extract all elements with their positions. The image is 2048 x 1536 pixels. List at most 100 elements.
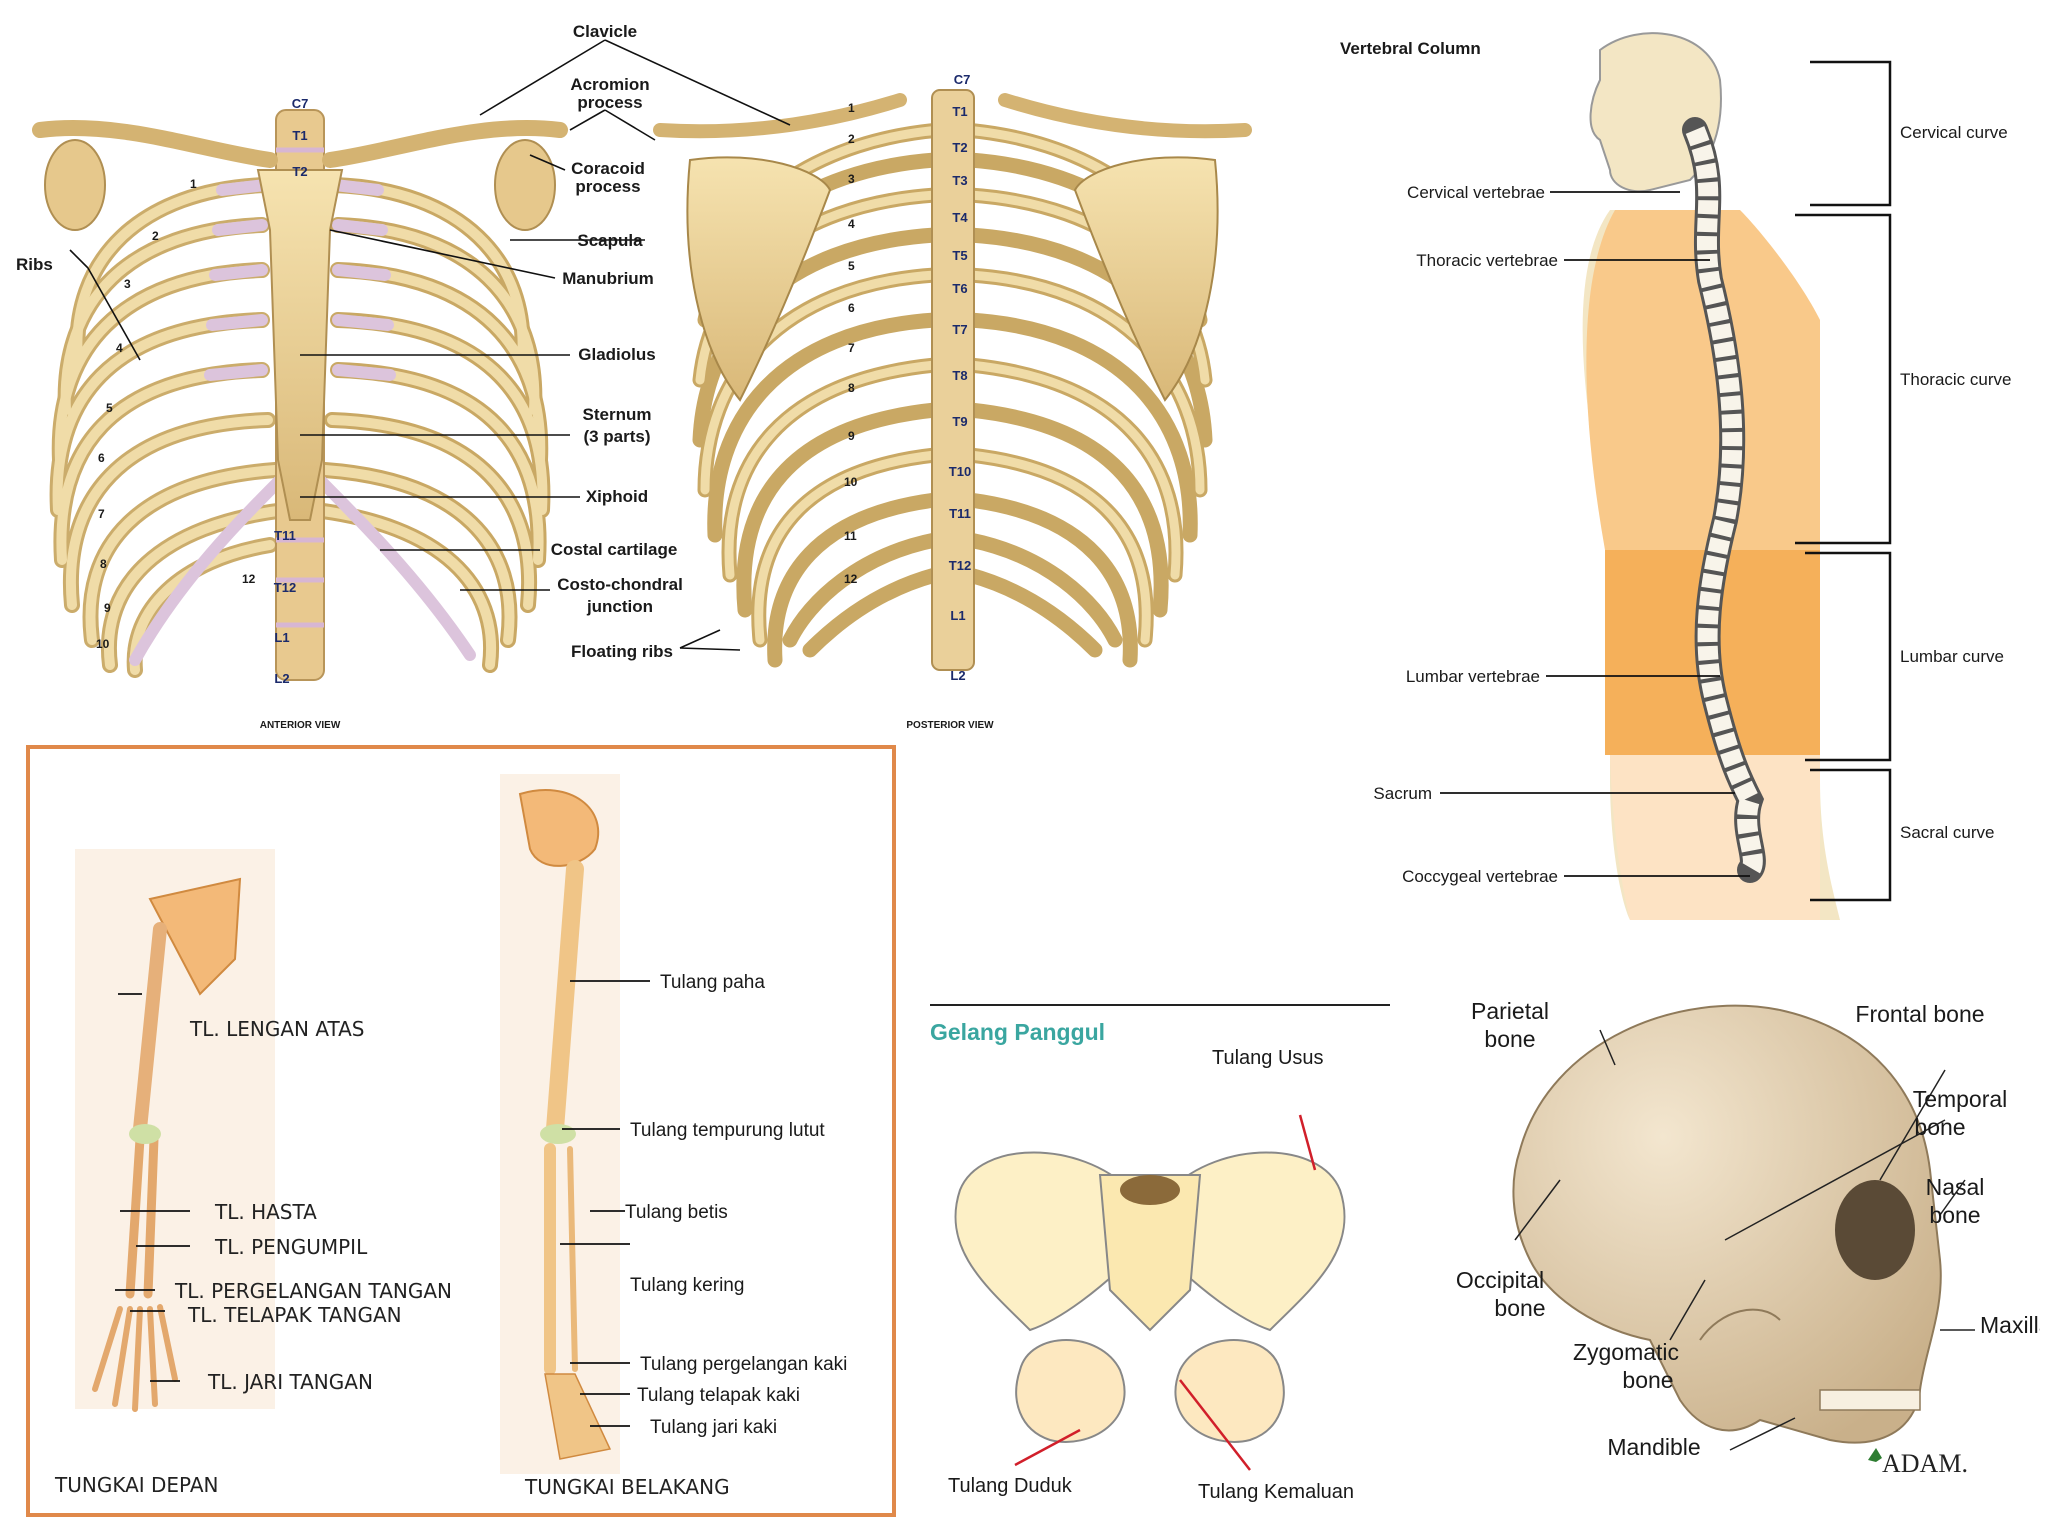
rib-number: 10 (844, 475, 858, 489)
vertebra-label: C7 (292, 96, 309, 111)
pelvis-pointers (1014, 1114, 1317, 1471)
rib-number: 5 (848, 259, 855, 273)
label-occipital-1: Occipital (1456, 1267, 1544, 1293)
leg-leader-lines (560, 980, 650, 1427)
vertebral-column-illustration: Vertebral Column Cervical vertebrae Thor… (1340, 32, 2011, 920)
vertebral-column (1682, 117, 1766, 883)
label-gladiolus: Gladiolus (578, 345, 655, 364)
label-tulang-kemaluan: Tulang Kemaluan (1198, 1481, 1354, 1503)
label-acromion-1: Acromion (570, 75, 649, 94)
skull-illustration: Parietal bone Frontal bone Temporal bone… (1456, 998, 2040, 1478)
anterior-rib-cage (32, 109, 568, 681)
pelvis-panel: Gelang Panggul Tulang Usus Tulang Duduk … (920, 990, 1400, 1520)
caption-tungkai-belakang: TUNGKAI BELAKANG (524, 1475, 730, 1499)
vertebra-label: L1 (274, 630, 289, 645)
vertebra-label: T7 (952, 322, 967, 337)
label-costochondral-1: Costo-chondral (557, 575, 683, 594)
vertebra-label: T12 (949, 558, 971, 573)
arm-leader-lines (115, 993, 190, 1382)
rib-number: 5 (106, 401, 113, 415)
vertebra-label: T2 (952, 140, 967, 155)
label-tl-hasta: TL. HASTA (214, 1200, 317, 1224)
vertebra-label: T8 (952, 368, 967, 383)
thoracic-region (1586, 210, 1820, 550)
spine-leader-lines (1440, 191, 1750, 877)
label-sternum-1: Sternum (583, 405, 652, 424)
rib-number: 3 (124, 277, 131, 291)
leg-labels: Tulang paha Tulang tempurung lutut Tulan… (625, 972, 847, 1438)
adam-logo: ADAM. (1868, 1448, 1968, 1478)
anterior-vertebra-labels: C7 T1 T2 T11 T12 L1 L2 (274, 96, 309, 686)
label-parietal-1: Parietal (1471, 998, 1549, 1024)
skull-shape (1512, 1004, 1942, 1444)
label-lumbar-vertebrae: Lumbar vertebrae (1406, 667, 1540, 686)
label-sacrum: Sacrum (1373, 784, 1432, 803)
vertebra-label: L2 (274, 671, 289, 686)
posterior-rib-numbers: 1 2 3 4 5 6 7 8 9 10 11 12 (844, 101, 858, 586)
rib-number: 9 (848, 429, 855, 443)
label-temporal-2: bone (1914, 1114, 1965, 1140)
label-tl-lengan-atas: TL. LENGAN ATAS (189, 1017, 364, 1041)
label-tulang-pergelangan-kaki: Tulang pergelangan kaki (640, 1354, 847, 1375)
label-clavicle: Clavicle (573, 22, 637, 41)
pelvis-bones (954, 1151, 1346, 1443)
vertebra-label: T6 (952, 281, 967, 296)
caption-tungkai-depan: TUNGKAI DEPAN (54, 1473, 218, 1497)
rib-number: 2 (152, 229, 159, 243)
rib-number: 3 (848, 172, 855, 186)
sacral-region (1610, 755, 1820, 920)
posterior-rib-cage (653, 89, 1252, 671)
posterior-vertebra-labels: C7 T1 T2 T3 T4 T5 T6 T7 T8 T9 T10 T11 T1… (949, 72, 971, 683)
label-tulang-paha: Tulang paha (660, 972, 765, 993)
rib-number: 1 (190, 177, 197, 191)
spine-left-labels: Cervical vertebrae Thoracic vertebrae Lu… (1373, 183, 1558, 886)
rib-number: 10 (96, 637, 110, 651)
anterior-labels: Clavicle Acromion process Coracoid proce… (16, 22, 994, 731)
thorax-panel: Clavicle Acromion process Coracoid proce… (0, 0, 1260, 740)
label-mandible: Mandible (1607, 1434, 1700, 1460)
rib-cage-illustration: Clavicle Acromion process Coracoid proce… (16, 22, 1252, 731)
spine-panel: Vertebral Column Cervical vertebrae Thor… (1320, 20, 2040, 920)
vertebra-label: T1 (292, 128, 307, 143)
label-ribs: Ribs (16, 255, 53, 274)
rib-number: 7 (98, 507, 105, 521)
rib-number: 11 (844, 529, 857, 543)
label-scapula: Scapula (577, 231, 643, 250)
rib-number: 4 (116, 341, 123, 355)
vertebra-label: T4 (952, 210, 968, 225)
vertebra-label: L2 (950, 668, 965, 683)
leg-illustration (500, 774, 620, 1474)
spine-title: Vertebral Column (1340, 39, 1481, 58)
pelvis-labels: Tulang Usus Tulang Duduk Tulang Kemaluan (948, 1047, 1354, 1503)
label-cervical-vertebrae: Cervical vertebrae (1407, 183, 1545, 202)
skull-panel: Parietal bone Frontal bone Temporal bone… (1400, 970, 2040, 1525)
rib-number: 1 (848, 101, 855, 115)
vertebra-label: T11 (949, 506, 971, 521)
label-tulang-tempurung-lutut: Tulang tempurung lutut (630, 1120, 825, 1141)
label-temporal-1: Temporal (1913, 1086, 2008, 1112)
label-tulang-kering: Tulang kering (630, 1275, 744, 1296)
label-costochondral-2: junction (586, 597, 653, 616)
label-tl-telapak-tangan: TL. TELAPAK TANGAN (187, 1303, 402, 1327)
label-sternum-2: (3 parts) (583, 427, 650, 446)
vertebra-label: T5 (952, 248, 967, 263)
label-nasal-1: Nasal (1926, 1174, 1985, 1200)
label-nasal-2: bone (1929, 1202, 1980, 1228)
logo-text: ADAM. (1882, 1449, 1968, 1478)
label-thoracic-curve: Thoracic curve (1900, 370, 2011, 389)
vertebra-label: C7 (954, 72, 971, 87)
rib-number: 8 (100, 557, 107, 571)
vertebra-label: T9 (952, 414, 967, 429)
skull-labels: Parietal bone Frontal bone Temporal bone… (1456, 998, 2040, 1460)
label-tulang-duduk: Tulang Duduk (948, 1475, 1073, 1497)
limbs-panel: TL. LENGAN ATAS TL. HASTA TL. PENGUMPIL … (26, 745, 896, 1517)
curve-brackets (1795, 60, 1892, 902)
rib-number: 9 (104, 601, 111, 615)
limbs-illustration: TL. LENGAN ATAS TL. HASTA TL. PENGUMPIL … (54, 774, 847, 1499)
label-acromion-2: process (577, 93, 642, 112)
label-sacral-curve: Sacral curve (1900, 823, 1994, 842)
rib-number: 8 (848, 381, 855, 395)
caption-anterior-view: ANTERIOR VIEW (260, 720, 341, 731)
label-costal-cartilage: Costal cartilage (551, 540, 678, 559)
spine-right-labels: Cervical curve Thoracic curve Lumbar cur… (1900, 123, 2011, 842)
